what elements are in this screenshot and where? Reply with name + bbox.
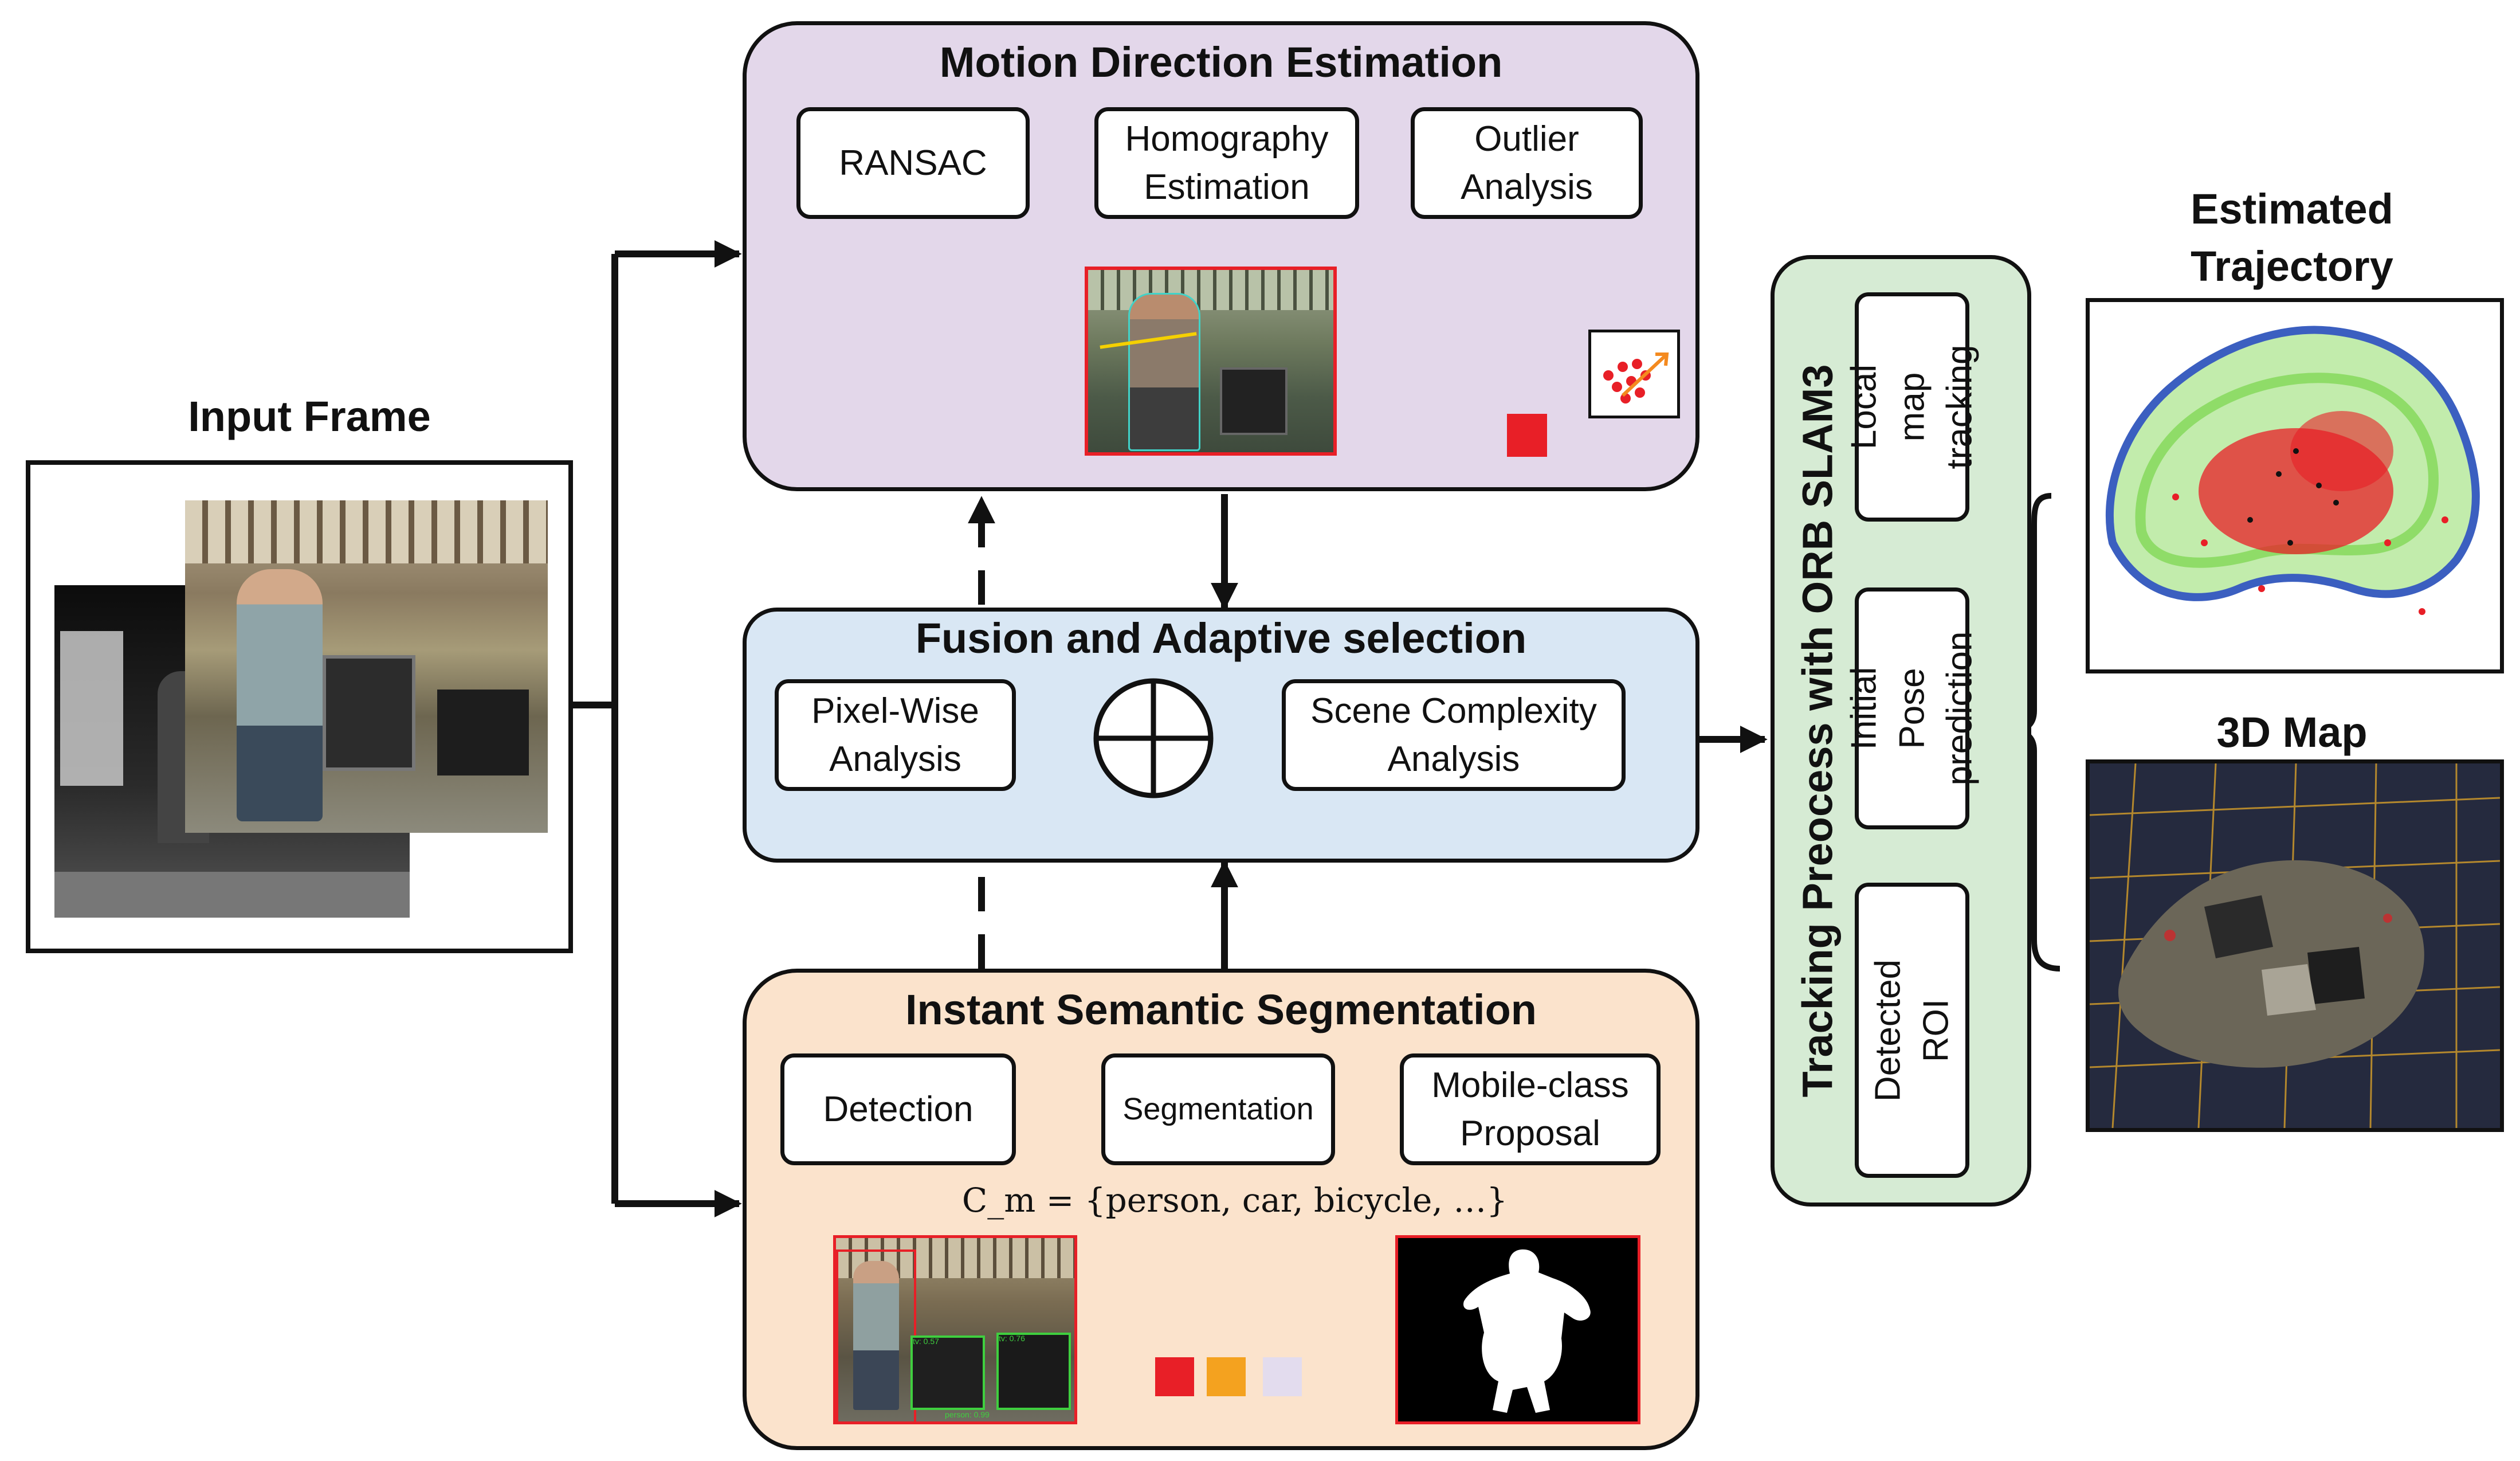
motion-vector-inset xyxy=(1588,330,1680,418)
initial-pose-label: Initial Pose prediction xyxy=(1844,631,1980,786)
motion-red-square xyxy=(1507,414,1547,457)
scene-complexity-box: Scene Complexity Analysis xyxy=(1282,679,1626,791)
class-swatch-red xyxy=(1155,1357,1194,1396)
detection-box: Detection xyxy=(780,1053,1016,1165)
detection-result-image: tv: 0.57 tv: 0.76 person: 0.99 xyxy=(833,1235,1077,1424)
local-map-box: Local map tracking xyxy=(1844,292,1980,522)
detected-roi-box: Detected ROI xyxy=(1855,883,1969,1178)
semantic-panel-title: Instant Semantic Segmentation xyxy=(905,986,1537,1033)
class-swatch-lavender xyxy=(1263,1357,1302,1396)
trajectory-title: Estimated Trajectory xyxy=(2191,185,2393,290)
input-frame-panel xyxy=(26,460,573,953)
segmentation-box: Segmentation xyxy=(1101,1053,1335,1165)
class-swatch-orange xyxy=(1207,1357,1246,1396)
segmentation-mask-image xyxy=(1395,1235,1640,1424)
detection-label-tv-2: tv: 0.76 xyxy=(999,1334,1025,1343)
rgb-image xyxy=(185,500,548,833)
map-title: 3D Map xyxy=(2216,708,2368,756)
motion-panel-title: Motion Direction Estimation xyxy=(939,38,1503,86)
ransac-box: RANSAC xyxy=(796,107,1030,219)
motion-homography-image xyxy=(1085,267,1337,456)
detection-label-person: person: 0.99 xyxy=(945,1410,990,1419)
mobile-class-formula: C_m = {person, car, bicycle, …} xyxy=(961,1181,1508,1220)
initial-pose-box: Initial Pose prediction xyxy=(1844,587,1980,829)
map-image xyxy=(2086,759,2504,1132)
detection-label-tv-1: tv: 0.57 xyxy=(913,1337,939,1346)
tracking-panel-title: Tracking Preocess with ORB SLAM3 xyxy=(1793,364,1842,1098)
homography-box: Homography Estimation xyxy=(1094,107,1359,219)
input-frame-title: Input Frame xyxy=(188,393,431,440)
trajectory-image xyxy=(2086,298,2504,673)
outlier-box: Outlier Analysis xyxy=(1411,107,1643,219)
pixel-wise-box: Pixel-Wise Analysis xyxy=(775,679,1016,791)
local-map-label: Local map tracking xyxy=(1844,344,1980,469)
detected-roi-label: Detected ROI xyxy=(1868,959,1956,1102)
fusion-xor-overlay xyxy=(1093,678,1214,798)
mobile-class-box: Mobile-class Proposal xyxy=(1400,1053,1661,1165)
fusion-panel-title: Fusion and Adaptive selection xyxy=(915,614,1527,662)
